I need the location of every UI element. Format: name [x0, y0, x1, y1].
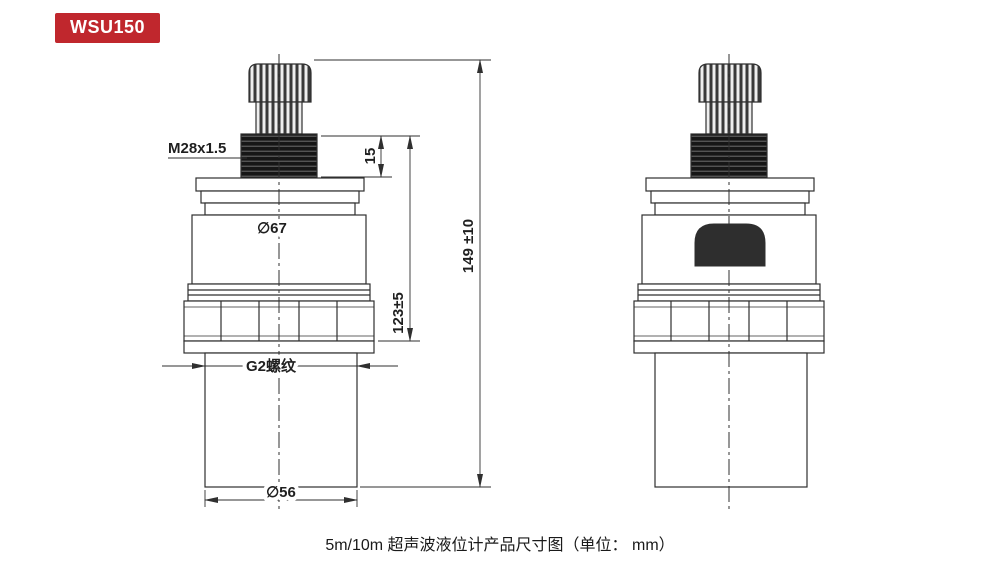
dim-bottom-diameter-label: ∅56 [266, 484, 296, 501]
dim-thread-height-label: 15 [362, 148, 379, 165]
dimension-lines [162, 59, 491, 507]
dim-thread-spec-label: M28x1.5 [168, 140, 226, 157]
sensor-view-left [183, 53, 375, 513]
caption: 5m/10m 超声波液位计产品尺寸图（单位： mm） [325, 537, 675, 554]
dim-body-diameter-label: ∅67 [257, 220, 287, 237]
dimension-labels: M28x1.5 15 123±5 149 ±10 ∅67 G2螺纹 ∅56 [168, 140, 477, 505]
model-badge: WSU150 [55, 13, 161, 43]
model-badge-label: WSU150 [70, 17, 146, 37]
sensor-label-window [694, 223, 766, 267]
sensor-view-right [633, 53, 825, 513]
dim-overall-height-label: 149 ±10 [460, 219, 477, 273]
dim-mount-thread-label: G2螺纹 [246, 357, 297, 375]
dim-body-height-label: 123±5 [390, 292, 407, 334]
